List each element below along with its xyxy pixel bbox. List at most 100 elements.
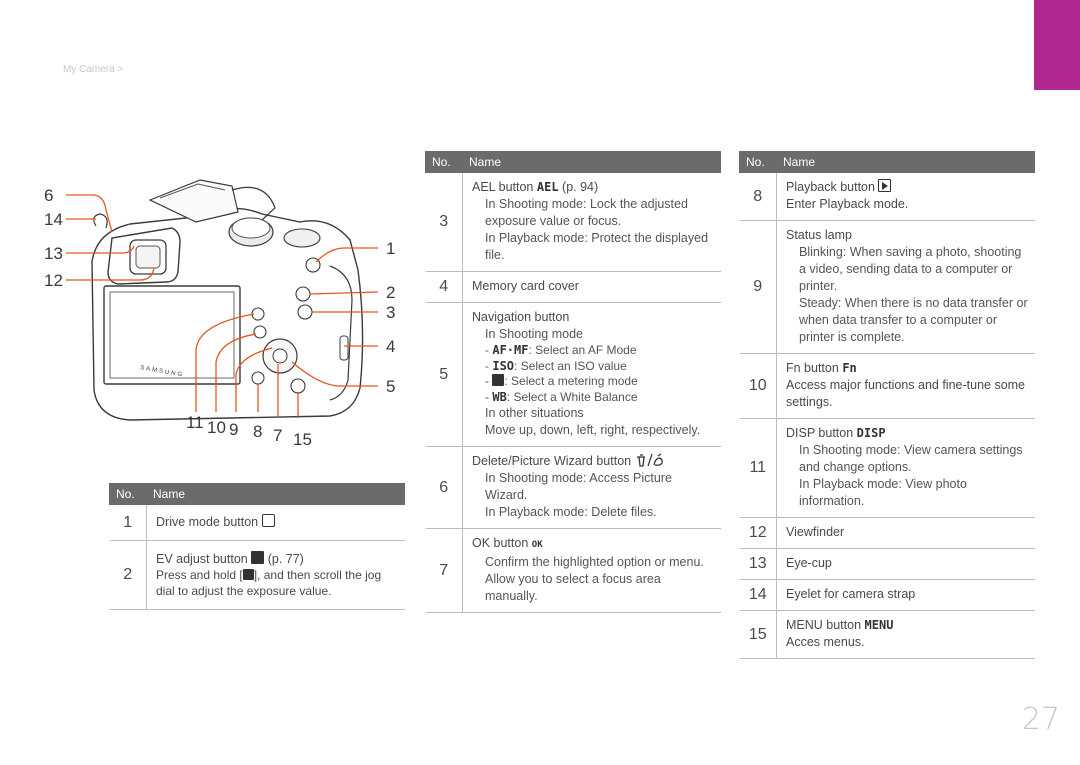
row-number: 13 xyxy=(739,548,777,580)
mode-text: : Lock the adjusted exposure value or fo… xyxy=(485,197,688,228)
disp-icon: DISP xyxy=(856,426,886,440)
row-title: Memory card cover xyxy=(462,271,721,303)
mode-text: Move up, down, left, right, respectively… xyxy=(485,423,701,437)
mode-label: Blinking xyxy=(799,245,843,259)
list-item: - AF·MF: Select an AF Mode xyxy=(485,343,637,357)
row-number: 1 xyxy=(109,504,147,541)
table-row: 7 OK button OK Confirm the highlighted o… xyxy=(425,528,721,613)
callout-lines xyxy=(66,194,379,418)
mode-text: : View photo information. xyxy=(799,477,967,508)
chapter-tab xyxy=(1034,0,1080,90)
callout-5: 5 xyxy=(386,377,395,396)
ev-adjust-icon xyxy=(251,551,265,564)
playback-icon xyxy=(878,179,892,192)
page-ref: (p. 94) xyxy=(562,180,599,194)
col-name: Name xyxy=(776,151,1035,173)
page-ref: (p. 77) xyxy=(267,552,304,566)
callout-4: 4 xyxy=(386,337,395,356)
table-row: 9 Status lamp Blinking: When saving a ph… xyxy=(739,220,1035,354)
table-row: 3 AEL button AEL (p. 94) In Shooting mod… xyxy=(425,172,721,272)
row-title: Drive mode button xyxy=(156,515,259,529)
table-row: 10 Fn button Fn Access major functions a… xyxy=(739,353,1035,419)
ael-icon: AEL xyxy=(536,180,559,194)
mode-text: : Access Picture Wizard. xyxy=(485,471,672,502)
table-row: 2 EV adjust button (p. 77) Press and hol… xyxy=(109,540,405,610)
row-title: Viewfinder xyxy=(776,517,1035,549)
row-number: 10 xyxy=(739,353,777,419)
iso-icon: ISO xyxy=(492,358,515,373)
page-number: 27 xyxy=(1021,702,1060,737)
playback-button-shape xyxy=(251,371,265,385)
mode-text: : Delete files. xyxy=(584,505,657,519)
row-title: OK button xyxy=(472,536,529,550)
table-buttons-1-2: No. Name 1 Drive mode button 2 EV adjust… xyxy=(109,483,405,610)
callout-1: 1 xyxy=(386,239,395,258)
mode-label: In Playback mode xyxy=(485,505,585,519)
row-desc: Enter Playback mode. xyxy=(786,197,909,211)
mode-label: In Shooting mode xyxy=(485,327,583,341)
breadcrumb: My Camera > xyxy=(63,64,124,75)
row-title: MENU button xyxy=(786,618,862,632)
metering-icon xyxy=(492,374,505,386)
row-desc: Access major functions and fine-tune som… xyxy=(786,378,1026,409)
table-buttons-3-7: No. Name 3 AEL button AEL (p. 94) In Sho… xyxy=(425,151,721,613)
row-title: Navigation button xyxy=(472,310,570,324)
row-number: 2 xyxy=(109,540,147,610)
camera-rear-illustration: SAMSUNG xyxy=(0,150,420,470)
mode-label: Steady xyxy=(799,296,838,310)
callout-9: 9 xyxy=(229,420,238,439)
table-row: 11 DISP button DISP In Shooting mode: Vi… xyxy=(739,418,1035,518)
mode-label: In Shooting mode xyxy=(485,471,583,485)
table-header: No. Name xyxy=(425,151,721,173)
row-desc: Acces menus. xyxy=(786,635,865,649)
row-title: Delete/Picture Wizard button xyxy=(472,454,632,468)
table-row: 4 Memory card cover xyxy=(425,271,721,303)
row-number: 4 xyxy=(425,271,463,303)
table-row: 8 Playback button Enter Playback mode. xyxy=(739,172,1035,221)
row-title: AEL button xyxy=(472,180,534,194)
table-row: 15 MENU button MENU Acces menus. xyxy=(739,610,1035,659)
table-row: 14 Eyelet for camera strap xyxy=(739,579,1035,611)
row-title: Eyelet for camera strap xyxy=(776,579,1035,611)
af-mf-icon: AF·MF xyxy=(492,343,529,357)
callout-2: 2 xyxy=(386,283,395,302)
ev-adjust-icon xyxy=(242,569,254,580)
drive-mode-icon xyxy=(261,514,275,527)
list-item: - : Select a metering mode xyxy=(485,374,638,388)
row-number: 9 xyxy=(739,220,777,354)
mode-text: : Protect the displayed file. xyxy=(485,231,709,262)
table-buttons-8-15: No. Name 8 Playback button Enter Playbac… xyxy=(739,151,1035,659)
callout-14: 14 xyxy=(44,210,63,229)
col-name: Name xyxy=(462,151,721,173)
table-row: 12 Viewfinder xyxy=(739,517,1035,549)
table-row: 13 Eye-cup xyxy=(739,548,1035,580)
mode-label: In Shooting mode xyxy=(799,443,897,457)
row-number: 8 xyxy=(739,172,777,221)
callout-10: 10 xyxy=(207,418,226,437)
callout-6: 15 xyxy=(293,430,312,449)
callout-7: 7 xyxy=(273,426,282,445)
table-row: 1 Drive mode button xyxy=(109,504,405,541)
callout-3: 3 xyxy=(386,303,395,322)
row-number: 14 xyxy=(739,579,777,611)
list-item: - WB: Select a White Balance xyxy=(485,389,638,404)
row-desc: Press and hold [ xyxy=(156,568,243,582)
callout-12: 12 xyxy=(44,271,63,290)
ok-icon: OK xyxy=(531,540,543,550)
col-name: Name xyxy=(146,483,405,505)
callout-11: 11 xyxy=(186,413,204,432)
ok-button-shape xyxy=(272,348,288,364)
memory-card-cover-shape xyxy=(339,335,349,361)
row-title: Eye-cup xyxy=(776,548,1035,580)
mode-text: : When there is no data transfer or when… xyxy=(799,296,1028,344)
mode-text: : View camera settings and change option… xyxy=(799,443,1023,474)
row-desc: Allow you to select a focus area manuall… xyxy=(485,572,661,603)
row-number: 7 xyxy=(425,528,463,613)
row-number: 5 xyxy=(425,302,463,447)
table-header: No. Name xyxy=(739,151,1035,173)
mode-label: In Shooting mode xyxy=(485,197,583,211)
row-number: 15 xyxy=(739,610,777,659)
row-title: DISP button xyxy=(786,426,854,440)
delete-button-shape xyxy=(290,378,306,394)
ev-button-shape xyxy=(295,286,311,302)
